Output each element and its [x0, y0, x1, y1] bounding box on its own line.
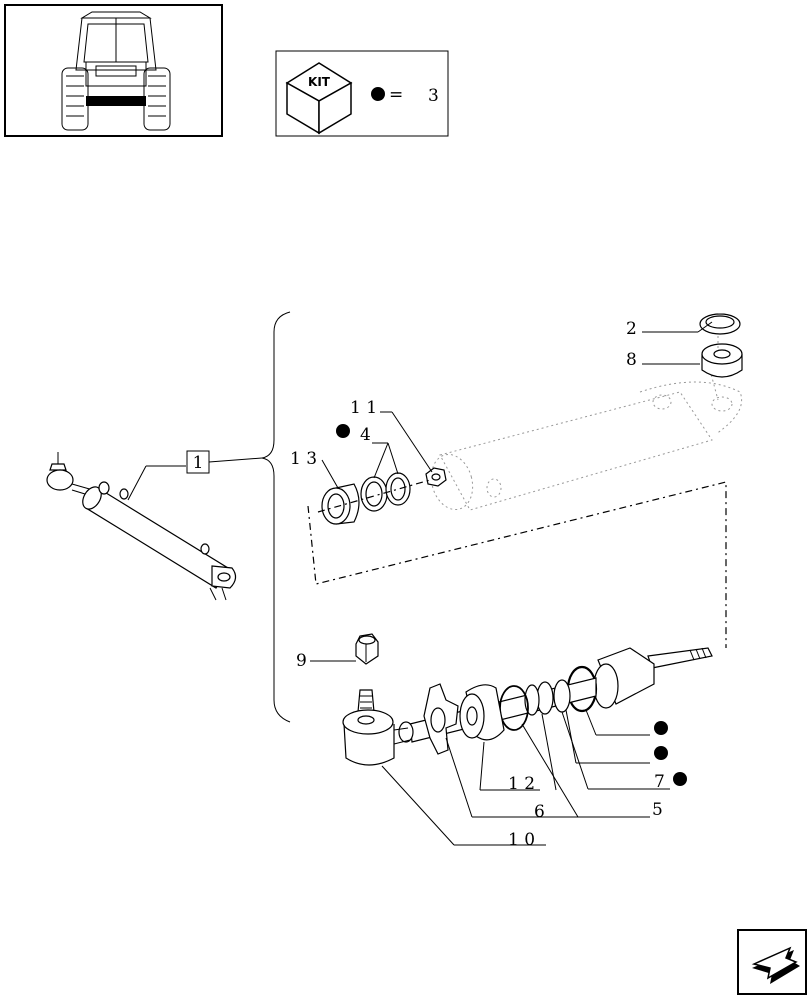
group-bracket — [261, 311, 291, 723]
part-11-nut[interactable] — [425, 467, 447, 487]
kit-dot-upper — [654, 721, 668, 735]
tractor-thumbnail[interactable] — [4, 4, 223, 137]
callout-7: 7 — [654, 772, 665, 792]
part-10-tie-rod-end[interactable] — [342, 689, 411, 766]
highlighted-axle-area — [86, 96, 146, 106]
kit-dot-4 — [336, 424, 350, 438]
kit-legend: KIT = 3 — [275, 50, 449, 137]
group-box-label: 1 — [193, 453, 204, 473]
filled-dot-icon — [371, 87, 385, 101]
leader-lines — [310, 321, 713, 846]
part-9-nut[interactable] — [355, 633, 379, 665]
assembly-axis-top — [307, 479, 727, 648]
callout-2: 2 — [626, 319, 637, 339]
cylinder-barrel-ghost — [430, 369, 742, 511]
callout-13: 1 3 — [290, 449, 317, 469]
kit-dot-7 — [673, 772, 687, 786]
part-13-scraper[interactable] — [321, 483, 360, 525]
part-4-seal-rings[interactable] — [360, 472, 411, 512]
arrow-next-icon — [751, 946, 800, 984]
callout-labels: 2 8 1 1 4 1 3 9 7 1 2 5 6 1 0 — [290, 319, 687, 850]
callout-10: 1 0 — [508, 830, 535, 850]
kit-box-icon — [285, 62, 353, 135]
callout-11: 1 1 — [350, 398, 377, 418]
part-2-circlip[interactable] — [699, 310, 741, 335]
piston-rod-assembly[interactable] — [398, 647, 713, 755]
kit-reference-number: 3 — [428, 86, 439, 106]
callout-8: 8 — [626, 350, 637, 370]
assembled-steering-cylinder[interactable] — [46, 452, 237, 601]
callout-4: 4 — [360, 425, 371, 445]
group-callout-1[interactable]: 1 — [127, 450, 263, 501]
callout-5: 5 — [652, 800, 663, 820]
next-page-button[interactable] — [737, 929, 807, 995]
kit-badge-label: KIT — [308, 75, 331, 89]
callout-6: 6 — [534, 802, 545, 822]
callout-9: 9 — [296, 651, 307, 671]
part-8-bushing[interactable] — [701, 336, 743, 378]
kit-dot-middle — [654, 746, 668, 760]
kit-equals-sign: = — [389, 85, 403, 105]
callout-12: 1 2 — [508, 774, 535, 794]
